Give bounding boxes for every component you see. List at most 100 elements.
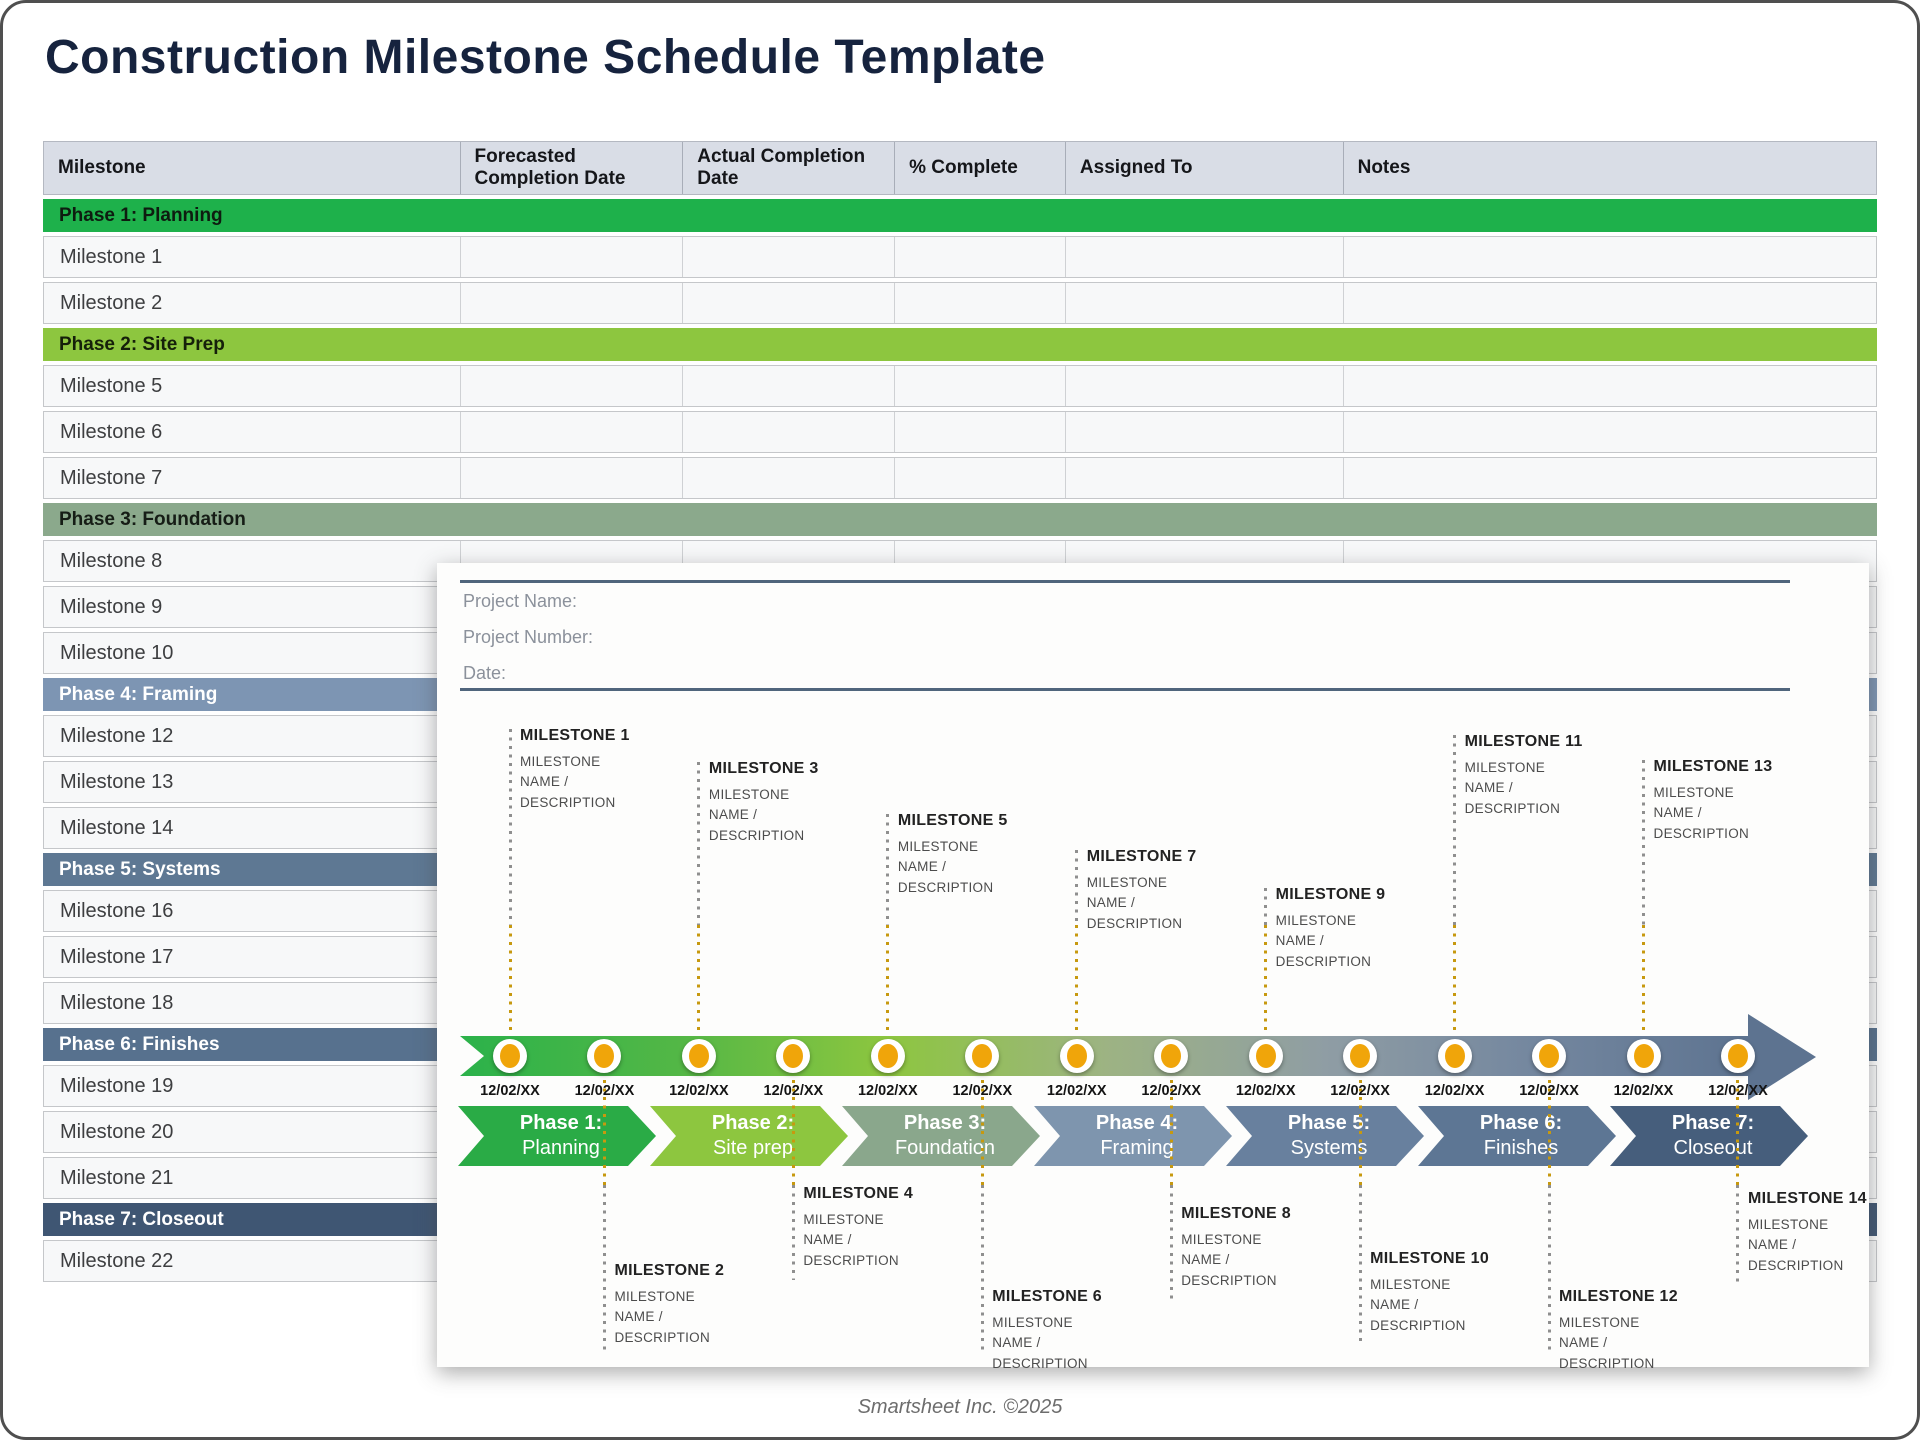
- empty-cell: [1064, 366, 1343, 406]
- empty-cell: [682, 458, 894, 498]
- milestone-title: MILESTONE 13: [1653, 758, 1773, 775]
- milestone-marker-icon: [870, 1039, 905, 1073]
- milestone-marker-icon: [965, 1039, 1000, 1073]
- empty-cell: [682, 366, 894, 406]
- column-header: Actual Completion Date: [682, 142, 894, 194]
- milestone-leader-line: [1736, 1080, 1740, 1185]
- empty-cell: [894, 237, 1065, 277]
- milestone-label: MILESTONE 13 MILESTONE NAME / DESCRIPTION: [1654, 758, 1778, 844]
- milestone-marker-dot: [1066, 1044, 1087, 1068]
- milestone-row: Milestone 2: [43, 282, 1877, 324]
- milestone-date: 12/02/XX: [669, 1083, 729, 1099]
- milestone-marker-icon: [776, 1039, 811, 1073]
- milestone-leader-line: [1547, 1080, 1551, 1185]
- milestone-name-cell: Milestone 12: [60, 724, 174, 747]
- milestone-leader-line: [602, 1185, 606, 1355]
- milestone-leader-line: [1075, 850, 1079, 925]
- milestone-name-cell: Milestone 17: [60, 945, 174, 968]
- empty-cell: [459, 541, 683, 581]
- milestone-description: MILESTONE NAME / DESCRIPTION: [1464, 760, 1561, 816]
- milestone-date: 12/02/XX: [857, 1083, 918, 1099]
- milestone-name-cell: Milestone 20: [60, 1120, 174, 1143]
- milestone-title: MILESTONE 5: [897, 812, 1008, 829]
- empty-cell: [682, 237, 894, 277]
- divider-bottom: [460, 688, 1790, 691]
- empty-cell: [1064, 412, 1343, 452]
- milestone-name-cell: Milestone 16: [60, 899, 174, 922]
- milestone-leader-line: [886, 925, 890, 1034]
- empty-cell: [1064, 458, 1343, 498]
- timeline-panel: Project Name: Project Number: Date: Phas…: [437, 563, 1872, 1371]
- footer-credit: Smartsheet Inc. ©2025: [857, 1396, 1063, 1418]
- milestone-leader-line: [1264, 925, 1268, 1034]
- project-number-label: Project Number:: [463, 627, 594, 647]
- empty-cell: [1342, 412, 1876, 452]
- milestone-label: MILESTONE 11 MILESTONE NAME / DESCRIPTION: [1465, 733, 1589, 819]
- milestone-description: MILESTONE NAME / DESCRIPTION: [1086, 875, 1183, 931]
- milestone-description: MILESTONE NAME / DESCRIPTION: [1653, 785, 1750, 841]
- phase-arrow-name: Site prep: [712, 1137, 794, 1159]
- milestone-title: MILESTONE 1: [520, 727, 630, 744]
- phase-arrow-name: Finishes: [1483, 1137, 1559, 1159]
- milestone-row: Milestone 6: [43, 411, 1877, 453]
- empty-cell: [1342, 283, 1876, 323]
- milestone-title: MILESTONE 8: [1181, 1205, 1291, 1222]
- milestone-marker-dot: [877, 1044, 898, 1068]
- milestone-description: MILESTONE NAME / DESCRIPTION: [1559, 1315, 1655, 1371]
- milestone-leader-line: [1358, 1185, 1362, 1345]
- milestone-name-cell: Milestone 14: [60, 816, 174, 839]
- empty-cell: [894, 458, 1065, 498]
- phase-row: Phase 1: Planning: [43, 199, 1877, 232]
- milestone-marker-dot: [1633, 1044, 1654, 1068]
- empty-cell: [459, 237, 683, 277]
- milestone-date: 12/02/XX: [1330, 1083, 1390, 1099]
- milestone-marker-dot: [1350, 1044, 1371, 1068]
- milestone-description: MILESTONE NAME / DESCRIPTION: [1275, 913, 1372, 969]
- empty-cell: [682, 412, 894, 452]
- phase-arrow: Phase 7:Closeout: [1610, 1106, 1808, 1166]
- milestone-marker-icon: [1626, 1039, 1661, 1073]
- column-header: Milestone: [58, 157, 146, 179]
- phase-arrow-name: Framing: [1100, 1137, 1174, 1159]
- milestone-name-cell: Milestone 1: [60, 245, 163, 268]
- milestone-name-cell: Milestone 19: [60, 1074, 174, 1097]
- milestone-marker-icon: [1720, 1039, 1755, 1073]
- milestone-name-cell: Milestone 9: [60, 595, 163, 618]
- milestone-marker-icon: [1154, 1039, 1189, 1073]
- milestone-date: 12/02/XX: [952, 1083, 1013, 1099]
- milestone-marker-icon: [587, 1039, 622, 1073]
- milestone-title: MILESTONE 3: [708, 760, 819, 777]
- milestone-description: MILESTONE NAME / DESCRIPTION: [520, 754, 616, 810]
- milestone-leader-line: [508, 925, 512, 1034]
- milestone-row: Milestone 1: [43, 236, 1877, 278]
- milestone-row: Milestone 7: [43, 457, 1877, 499]
- milestone-description: MILESTONE NAME / DESCRIPTION: [992, 1315, 1088, 1371]
- empty-cell: [459, 458, 683, 498]
- milestone-title: MILESTONE 11: [1464, 733, 1583, 750]
- milestone-title: MILESTONE 14: [1747, 1190, 1867, 1207]
- milestone-date: 12/02/XX: [574, 1083, 635, 1099]
- empty-cell: [894, 412, 1065, 452]
- phase-arrow: Phase 6:Finishes: [1418, 1106, 1616, 1166]
- milestone-marker-dot: [1444, 1044, 1465, 1068]
- milestone-leader-line: [602, 1080, 606, 1185]
- milestone-leader-line: [697, 925, 701, 1034]
- empty-cell: [1064, 283, 1343, 323]
- column-header: % Complete: [894, 142, 1065, 194]
- milestone-marker-dot: [688, 1044, 709, 1068]
- milestone-marker-dot: [594, 1044, 615, 1068]
- phase-arrow-title: Phase 1:: [519, 1112, 603, 1134]
- milestone-marker-icon: [1343, 1039, 1378, 1073]
- milestone-leader-line: [1642, 760, 1646, 925]
- date-label: Date:: [463, 663, 507, 683]
- milestone-leader-line: [886, 814, 890, 925]
- milestone-leader-line: [1075, 925, 1079, 1034]
- milestone-date: 12/02/XX: [1424, 1083, 1485, 1099]
